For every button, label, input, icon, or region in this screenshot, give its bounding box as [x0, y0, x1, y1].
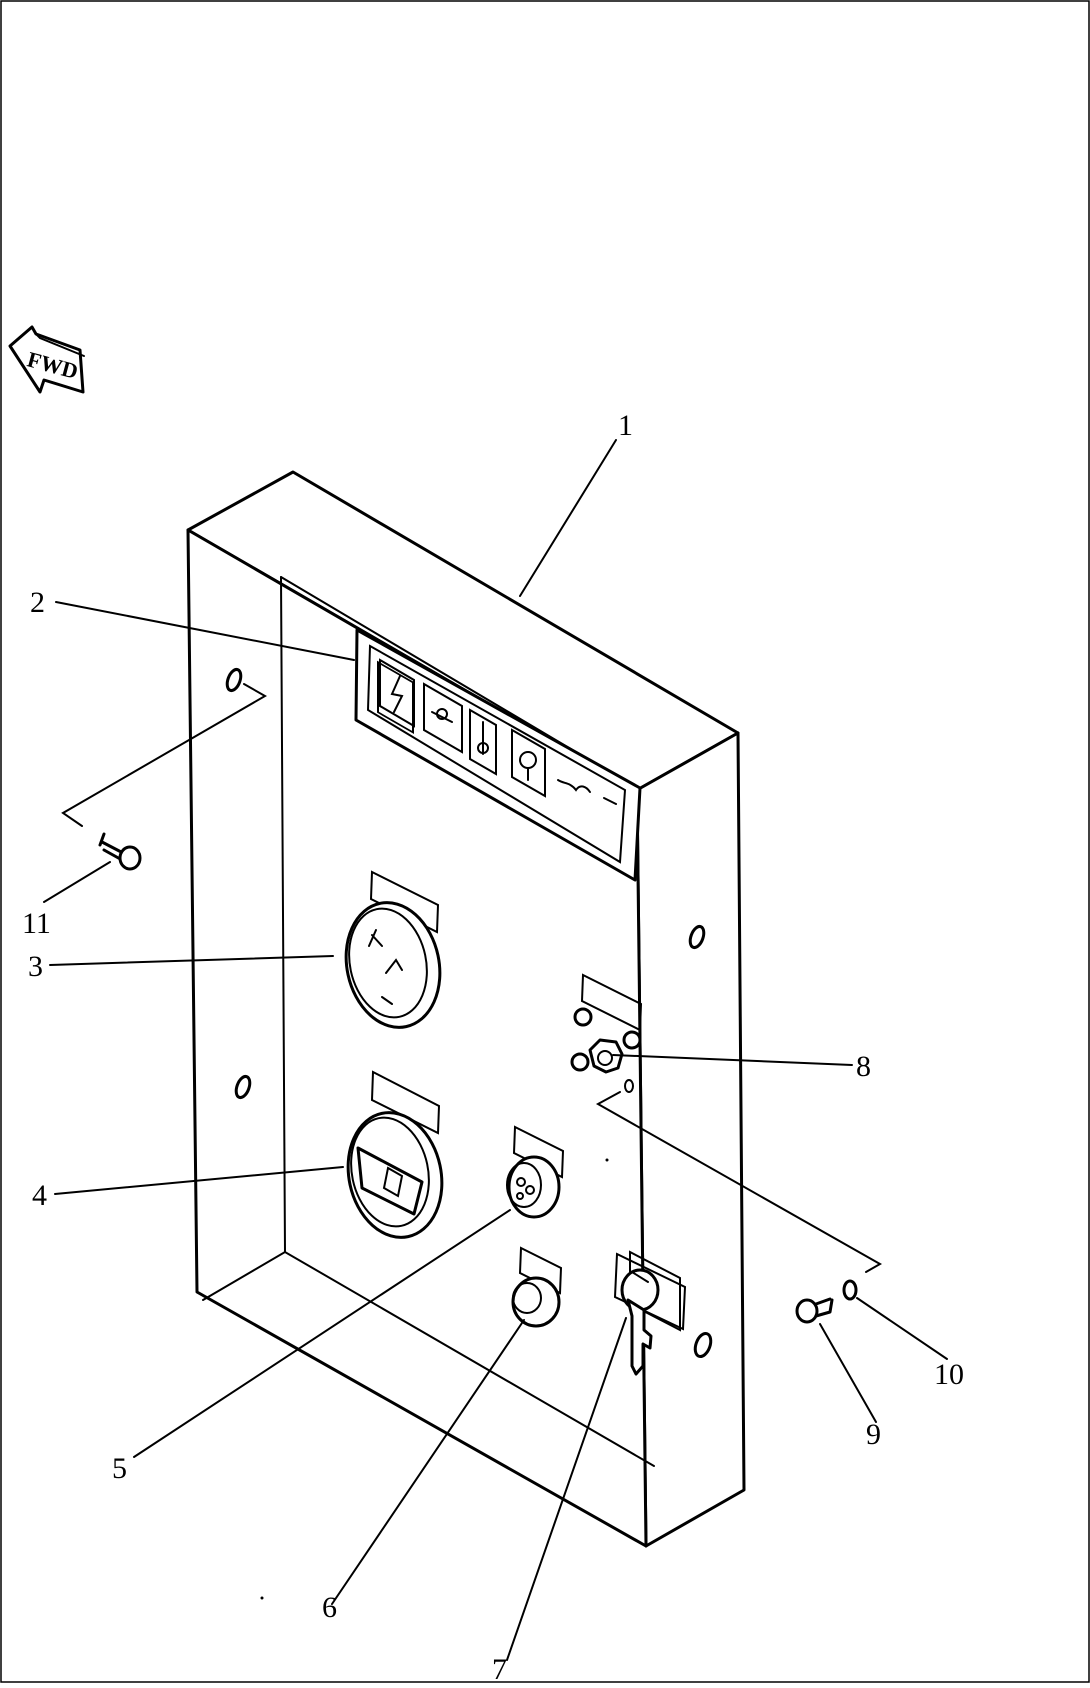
mounting-hole-icon — [234, 1074, 252, 1100]
bolt-11 — [98, 832, 142, 871]
callout-4: 4 — [32, 1179, 47, 1212]
callout-5: 5 — [112, 1452, 127, 1485]
callout-1: 1 — [618, 409, 633, 442]
leader-lines — [43, 439, 948, 1661]
lamp-charge-icon — [379, 658, 415, 728]
mounting-hole-icon — [688, 924, 706, 950]
rotary-switch — [506, 1155, 561, 1219]
key-switch — [620, 1250, 681, 1376]
fastener-path-9-10 — [595, 1091, 883, 1273]
label-plate-3 — [369, 870, 440, 934]
callout-7: 7 — [492, 1653, 507, 1683]
callout-3: 3 — [28, 950, 43, 983]
label-plate-4 — [370, 1070, 441, 1135]
callout-11: 11 — [22, 907, 51, 940]
label-plate-5 — [512, 1125, 565, 1179]
indicator-lamps — [570, 1007, 642, 1093]
speck — [260, 1596, 264, 1600]
panel-housing — [186, 470, 746, 1548]
callout-8: 8 — [856, 1050, 871, 1083]
callout-6: 6 — [322, 1591, 337, 1624]
label-plate-6 — [518, 1246, 563, 1295]
mounting-hole-icon — [225, 667, 243, 693]
gauge-lower — [346, 1111, 444, 1239]
push-button — [511, 1276, 561, 1328]
speck — [605, 1158, 609, 1162]
label-plate-8 — [580, 973, 643, 1032]
washer-10 — [842, 1279, 858, 1301]
bolt-9 — [795, 1297, 834, 1324]
callout-9: 9 — [866, 1418, 881, 1451]
lamp-preheat-icon — [557, 779, 617, 805]
mounting-holes — [225, 667, 713, 1359]
gauge-upper — [344, 901, 442, 1029]
lamp-air-cleaner-icon — [511, 728, 546, 798]
fastener-path-11 — [61, 683, 268, 827]
callout-2: 2 — [30, 586, 45, 619]
lamp-oil-pressure-icon — [423, 682, 463, 754]
label-plates — [369, 870, 687, 1331]
label-plate-7 — [613, 1252, 687, 1331]
lamp-coolant-temp-icon — [469, 708, 497, 776]
callouts: 1 2 3 4 5 6 7 8 9 10 11 — [22, 409, 964, 1686]
warning-lamp-panel — [354, 628, 642, 882]
forward-arrow-icon: FWD — [8, 325, 85, 394]
mounting-hole-icon — [693, 1331, 713, 1359]
callout-10: 10 — [934, 1358, 964, 1391]
